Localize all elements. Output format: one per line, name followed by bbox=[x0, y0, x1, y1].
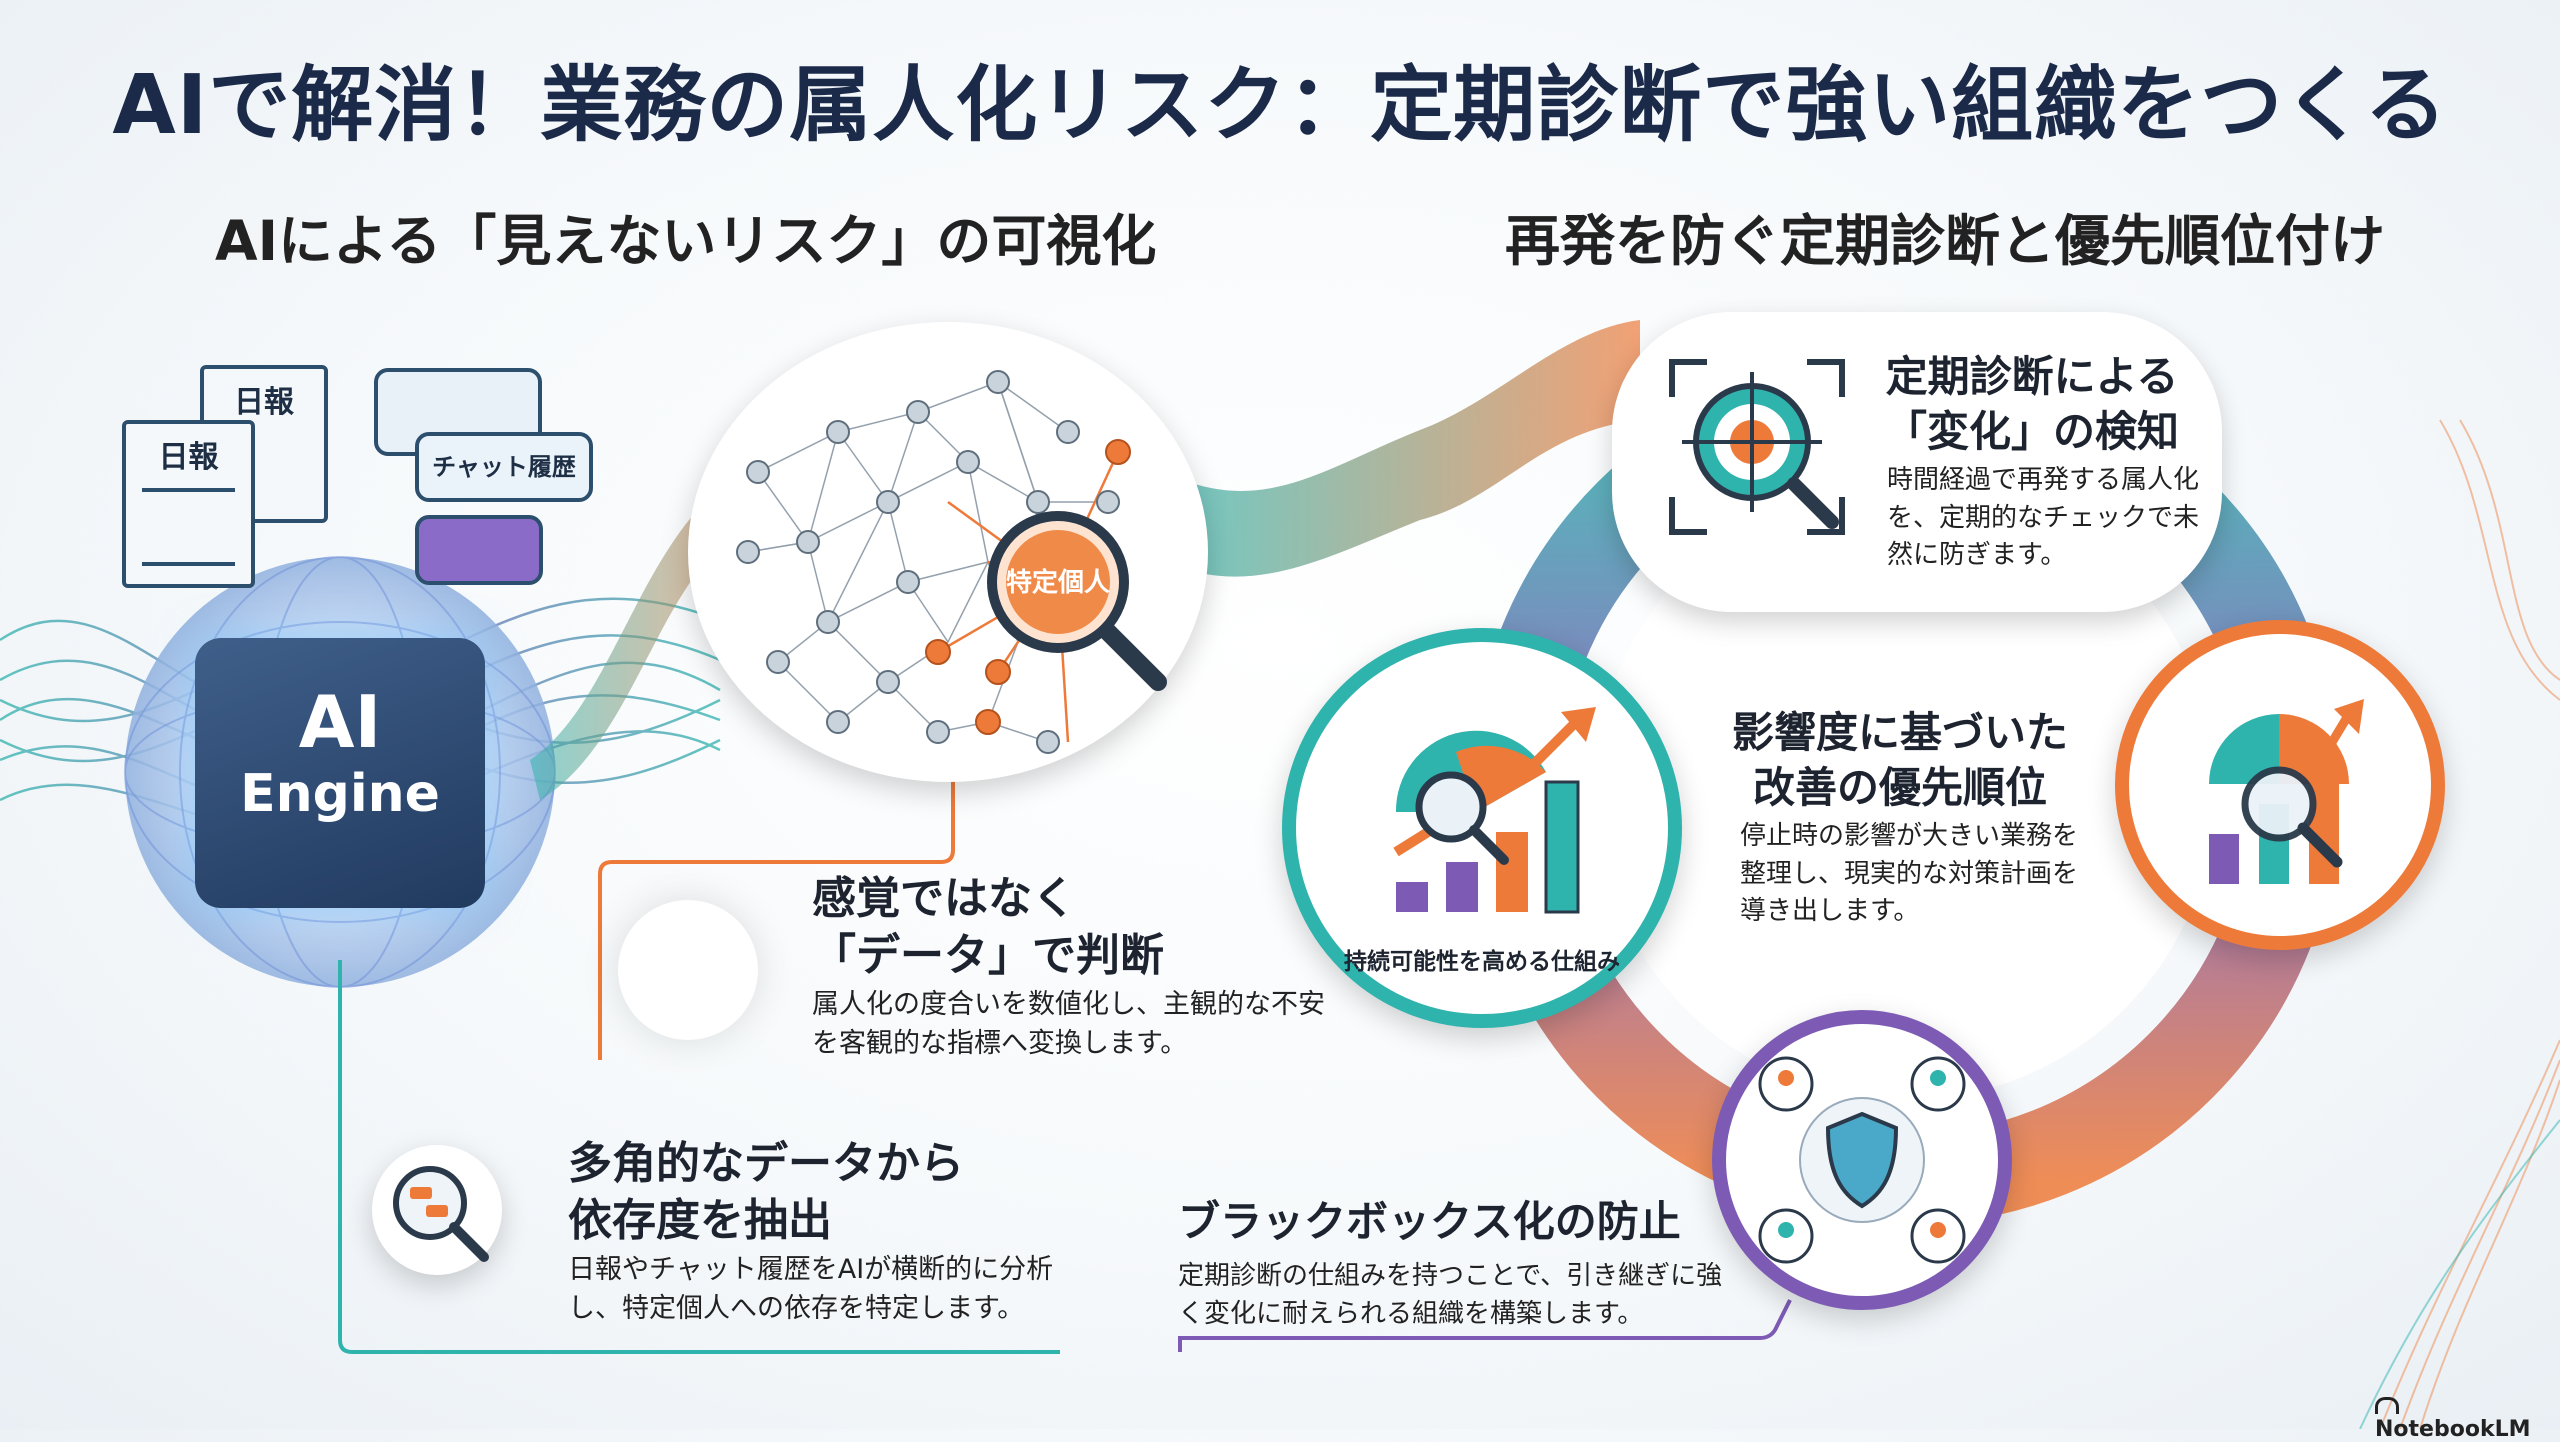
blackbox-heading: ブラックボックス化の防止 bbox=[1178, 1197, 1681, 1246]
blackbox-body: 定期診断の仕組みを持つことで、引き継ぎに強く変化に耐えられる組織を構築します。 bbox=[1178, 1261, 1723, 1329]
notebooklm-watermark: NotebookLM bbox=[2375, 1392, 2560, 1442]
change-detection-heading-1: 定期診断による bbox=[1885, 352, 2179, 401]
key-person-label: 特定個人 bbox=[1005, 568, 1110, 598]
chat-history-bubble: チャット履歴 bbox=[415, 432, 593, 502]
daily-report-doc-front: 日報 bbox=[122, 420, 255, 588]
data-judgement-heading: 感覚ではなく 「データ」で判断 bbox=[812, 870, 1164, 984]
sustainable-label: 持続可能性を高める仕組み bbox=[1344, 949, 1620, 975]
left-section-title: AIによる「見えないリスク」の可視化 bbox=[215, 209, 1157, 273]
priority-heading-1: 影響度に基づいた bbox=[1731, 708, 2068, 757]
data-judgement-body: 属人化の度合いを数値化し、主観的な不安を客観的な指標へ変換します。 bbox=[812, 989, 1325, 1060]
notebooklm-logo-icon bbox=[2375, 1396, 2399, 1414]
growth-chart-icon bbox=[1393, 707, 1596, 914]
priority-circle bbox=[2115, 620, 2445, 950]
priority-heading-2: 改善の優先順位 bbox=[1752, 762, 2047, 812]
sustainable-circle: 持続可能性を高める仕組み bbox=[1282, 628, 1682, 1028]
target-magnifier-icon bbox=[1669, 359, 1845, 535]
network-graph bbox=[736, 370, 1167, 754]
blackbox-circle bbox=[1712, 1010, 2012, 1310]
doc-front-label: 日報 bbox=[158, 440, 219, 475]
data-judgement-heading-1: 感覚ではなく bbox=[812, 873, 1076, 924]
chat-bubble-purple bbox=[415, 515, 543, 585]
doc-lines bbox=[142, 488, 235, 566]
extraction-icon-bubble bbox=[372, 1145, 502, 1275]
ai-engine-title: AI bbox=[298, 680, 382, 764]
footer-label: NotebookLM bbox=[2375, 1417, 2531, 1442]
extraction-heading: 多角的なデータから 依存度を抽出 bbox=[568, 1135, 964, 1249]
change-detection-heading-2: 「変化」の検知 bbox=[1884, 406, 2179, 456]
chart-magnifier-icon bbox=[2209, 699, 2364, 884]
change-detection-body: 時間経過で再発する属人化を、定期的なチェックで未然に防ぎます。 bbox=[1887, 465, 2200, 571]
extraction-body: 日報やチャット履歴をAIが横断的に分析し、特定個人への依存を特定します。 bbox=[568, 1254, 1054, 1325]
ai-engine-subtitle: Engine bbox=[240, 764, 440, 824]
priority-heading: 影響度に基づいた 改善の優先順位 bbox=[1720, 706, 2080, 815]
magnifier-doc-icon bbox=[393, 1166, 489, 1262]
shield-team-icon bbox=[1758, 1056, 1966, 1264]
change-detection-heading: 定期診断による 「変化」の検知 bbox=[1862, 350, 2202, 459]
right-section-title: 再発を防ぐ定期診断と優先順位付け bbox=[1505, 209, 2386, 273]
doc-back-label: 日報 bbox=[234, 385, 294, 420]
priority-body: 停止時の影響が大きい業務を整理し、現実的な対策計画を導き出します。 bbox=[1740, 821, 2079, 927]
data-judgement-bubble bbox=[618, 900, 758, 1040]
network-circle: 特定個人 bbox=[688, 322, 1208, 782]
data-judgement-heading-2: 「データ」で判断 bbox=[812, 930, 1164, 982]
change-detection-card: 定期診断による 「変化」の検知 時間経過で再発する属人化を、定期的なチェックで未… bbox=[1612, 312, 2222, 612]
ai-engine-chip: AI Engine bbox=[195, 638, 485, 908]
page-title: AIで解消！業務の属人化リスク：定期診断で強い組織をつくる bbox=[112, 58, 2448, 153]
extraction-heading-2: 依存度を抽出 bbox=[568, 1195, 832, 1247]
extraction-heading-1: 多角的なデータから bbox=[568, 1138, 964, 1189]
